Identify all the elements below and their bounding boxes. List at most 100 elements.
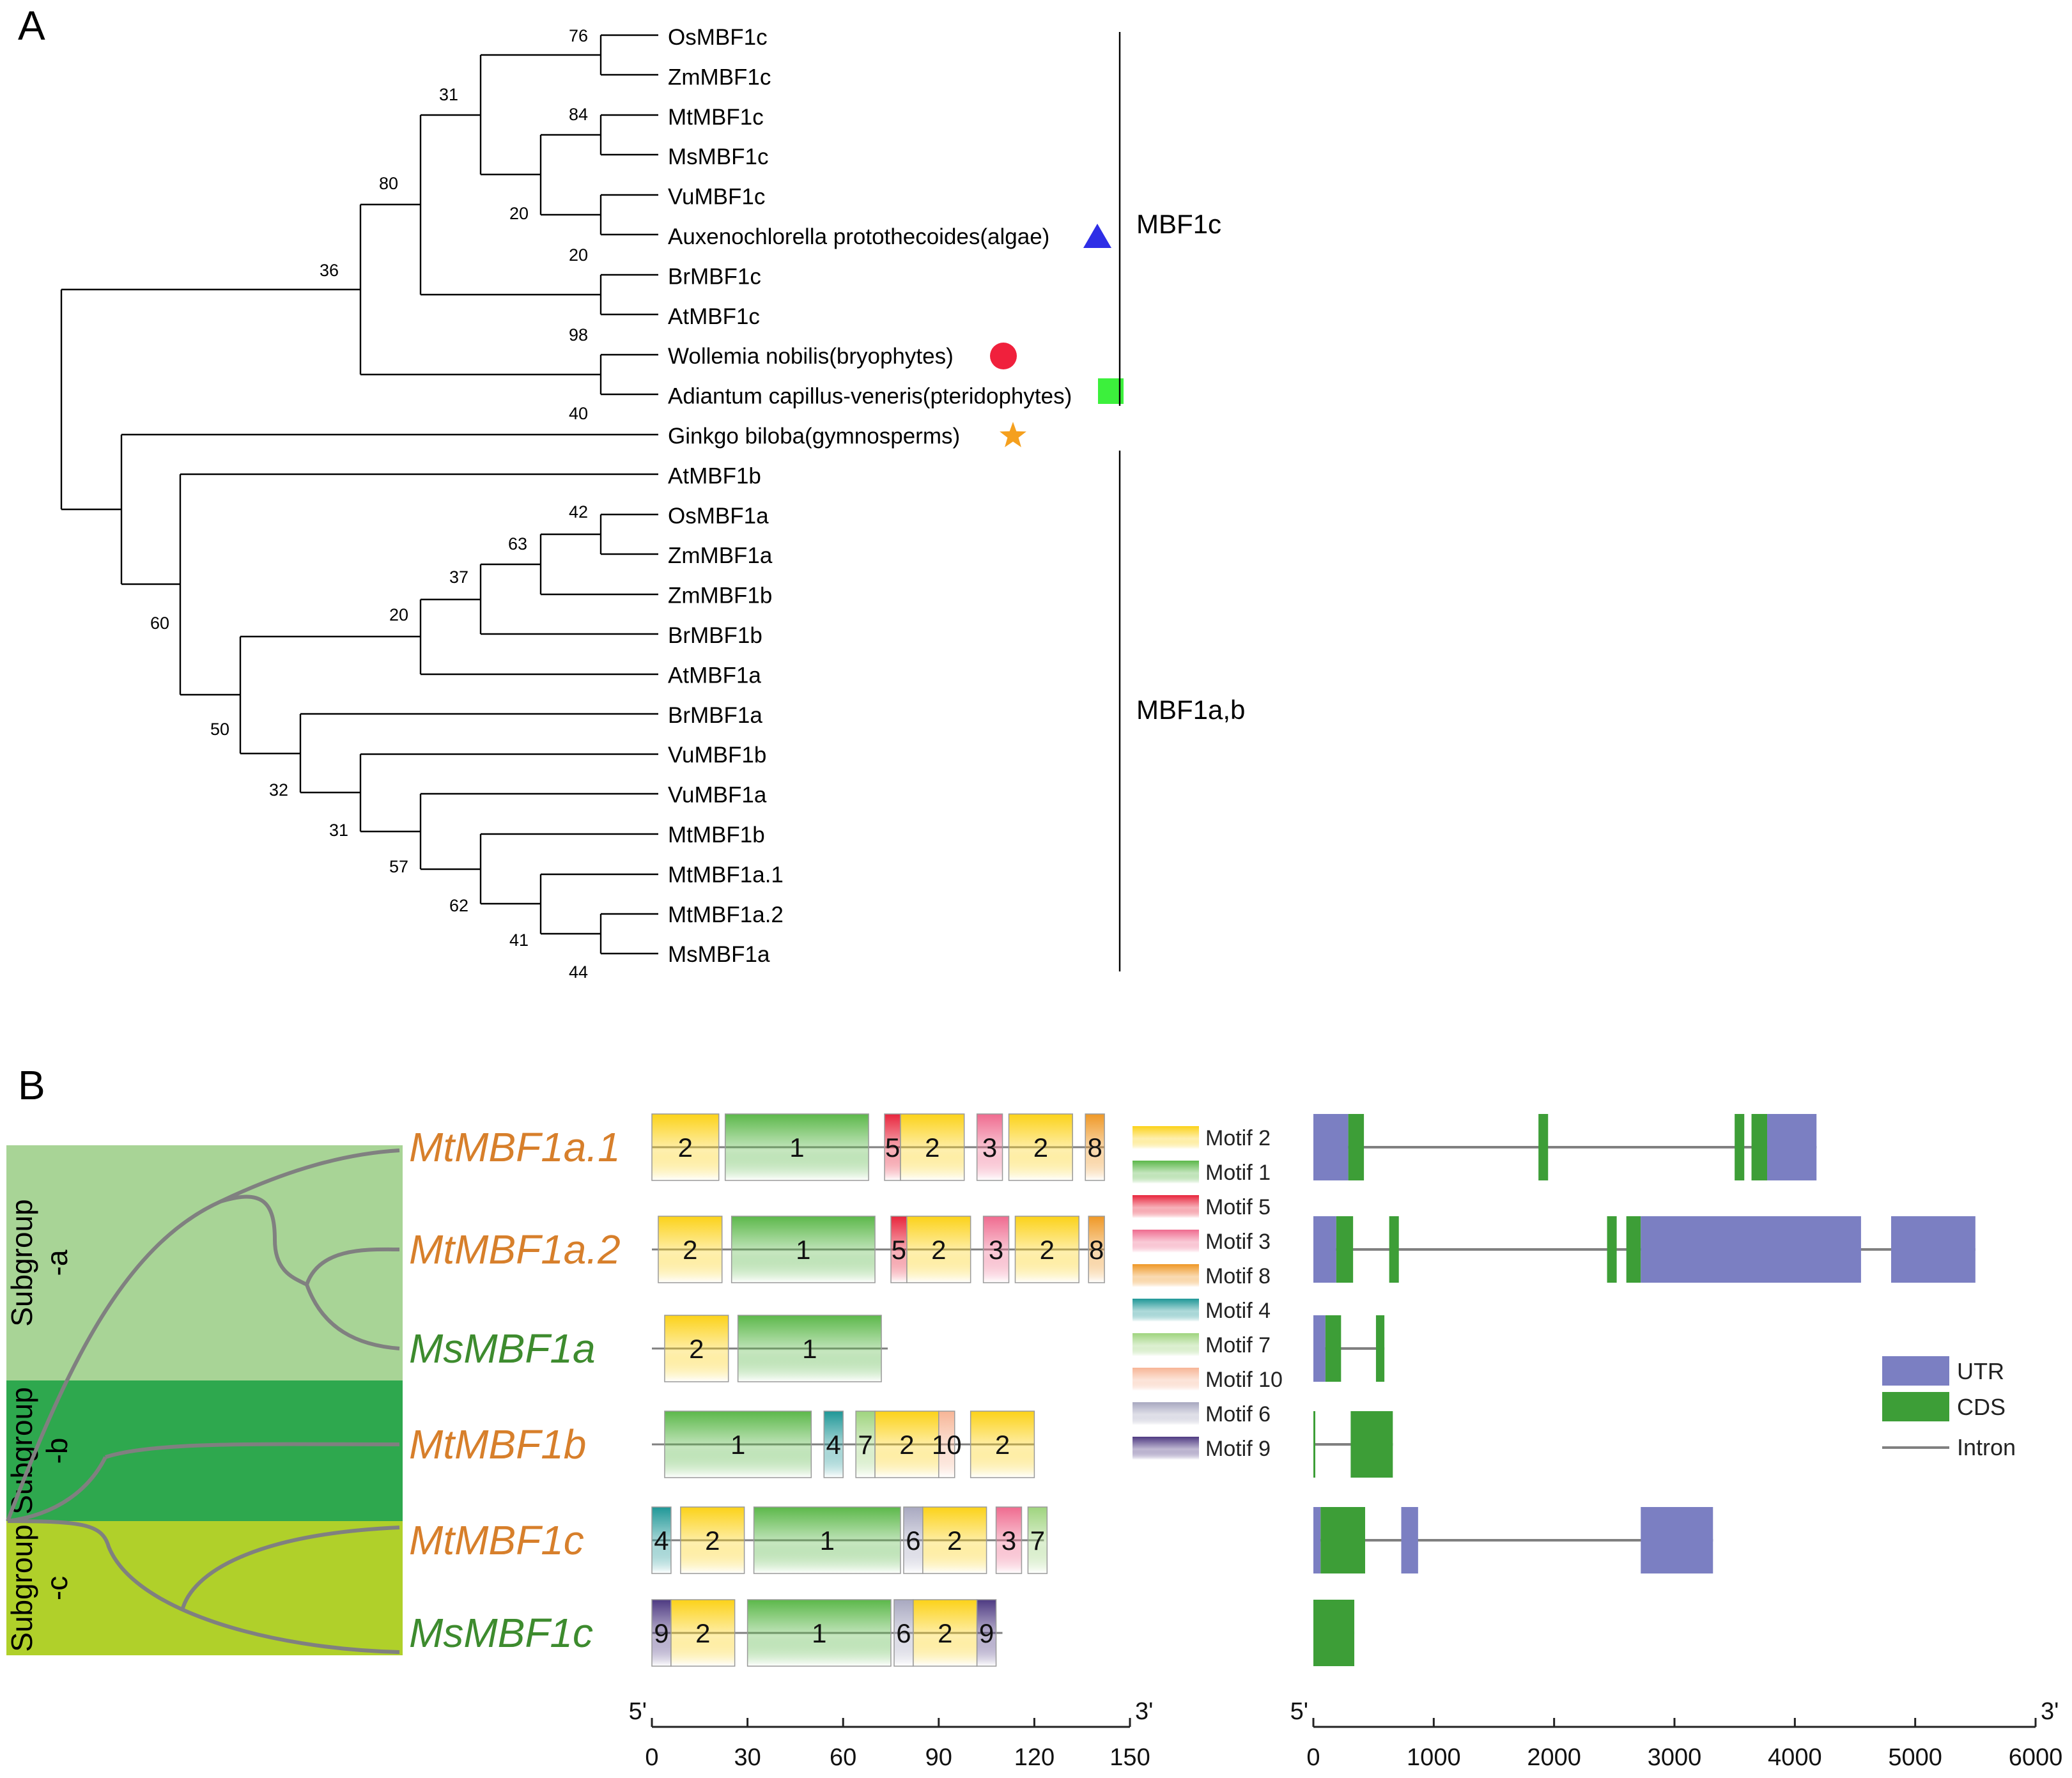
bootstrap-value: 80 xyxy=(379,174,398,193)
intron-legend-label: Intron xyxy=(1957,1434,2016,1460)
cds-block xyxy=(1389,1216,1399,1283)
motif-number: 7 xyxy=(858,1430,872,1460)
utr-block xyxy=(1313,1114,1349,1180)
group-label-mbf1ab: MBF1a,b xyxy=(1136,695,1245,725)
axis-tick-label: 30 xyxy=(734,1744,761,1771)
motif-legend-swatch xyxy=(1133,1161,1199,1184)
motif-block xyxy=(731,1216,876,1283)
leaf-label: ZmMBF1c xyxy=(668,65,771,89)
bootstrap-value: 32 xyxy=(269,780,288,800)
motif-block xyxy=(746,1599,892,1667)
utr-block xyxy=(1313,1315,1326,1382)
motif-number: 8 xyxy=(1089,1235,1104,1265)
bootstrap-value: 31 xyxy=(329,821,348,840)
motif-number: 8 xyxy=(1087,1133,1102,1163)
utr-block xyxy=(1401,1507,1418,1573)
leaf-label: ZmMBF1a xyxy=(668,543,773,568)
axis-tick-label: 4000 xyxy=(1768,1744,1822,1771)
motif-legend-label: Motif 6 xyxy=(1205,1402,1271,1426)
subgroup-label-suffix: -a xyxy=(40,1249,73,1276)
cds-legend-label: CDS xyxy=(1957,1394,2006,1420)
motif-number: 3 xyxy=(982,1133,997,1163)
motif-number: 2 xyxy=(947,1526,962,1556)
leaf-label: Auxenochlorella protothecoides(algae) xyxy=(668,224,1049,249)
motif-number: 2 xyxy=(931,1235,946,1265)
motif-legend-label: Motif 7 xyxy=(1205,1333,1271,1357)
gene-name: MtMBF1a.1 xyxy=(409,1124,621,1170)
bootstrap-value: 20 xyxy=(389,605,408,624)
bootstrap-value: 57 xyxy=(389,857,408,876)
leaf-label: AtMBF1a xyxy=(668,663,761,688)
circle-marker xyxy=(990,343,1017,369)
motif-number: 3 xyxy=(989,1235,1003,1265)
axis-tick-label: 0 xyxy=(1306,1744,1320,1771)
axis-tick-label: 1000 xyxy=(1407,1744,1461,1771)
leaf-label: MtMBF1c xyxy=(668,105,764,130)
motif-legend-swatch xyxy=(1133,1230,1199,1253)
axis-tick-label: 2000 xyxy=(1527,1744,1581,1771)
motif-block xyxy=(922,1506,987,1574)
motif-number: 4 xyxy=(654,1526,669,1556)
bootstrap-value: 20 xyxy=(509,204,529,223)
gene-name: MtMBF1c xyxy=(409,1517,584,1563)
bootstrap-value: 41 xyxy=(509,931,529,950)
leaf-label: OsMBF1a xyxy=(668,504,769,529)
cds-block xyxy=(1375,1315,1385,1382)
motif-number: 2 xyxy=(705,1526,720,1556)
motif-block xyxy=(913,1599,978,1667)
motif-block xyxy=(651,1599,672,1667)
motif-block xyxy=(664,1315,729,1382)
utr-legend-label: UTR xyxy=(1957,1358,2004,1384)
motif-number: 2 xyxy=(689,1334,704,1364)
motif-number: 4 xyxy=(826,1430,841,1460)
motif-number: 10 xyxy=(932,1430,962,1460)
motif-number: 9 xyxy=(979,1618,994,1648)
panel-b-tree xyxy=(6,1148,400,1654)
bootstrap-value: 42 xyxy=(569,502,588,522)
motif-block xyxy=(893,1599,914,1667)
bootstrap-value: 31 xyxy=(439,85,458,104)
motif-legend-swatch xyxy=(1133,1195,1199,1218)
utr-block xyxy=(1641,1216,1861,1283)
motif-legend-swatch xyxy=(1133,1333,1199,1356)
motif-block xyxy=(906,1216,971,1283)
motif-legend-swatch xyxy=(1133,1437,1199,1460)
group-label-mbf1c: MBF1c xyxy=(1136,209,1221,239)
subgroup-label-suffix: -c xyxy=(40,1576,73,1600)
motif-legend-label: Motif 3 xyxy=(1205,1230,1271,1254)
leaf-label: AtMBF1b xyxy=(668,463,761,488)
axis-tick-label: 6000 xyxy=(2009,1744,2063,1771)
bootstrap-value: 50 xyxy=(210,720,229,739)
leaf-label: VuMBF1a xyxy=(668,783,767,808)
subgroup-band xyxy=(6,1145,403,1380)
motif-block xyxy=(938,1411,955,1478)
motif-block xyxy=(658,1216,723,1283)
motif-legend-swatch xyxy=(1133,1264,1199,1287)
motif-block xyxy=(651,1506,672,1574)
motif-block xyxy=(995,1506,1023,1574)
bootstrap-value: 37 xyxy=(449,568,468,587)
utr-block xyxy=(1767,1114,1817,1180)
subgroup-label: Subgroup xyxy=(5,1199,38,1327)
axis-end-label: 5' xyxy=(629,1698,647,1725)
leaf-label: MsMBF1c xyxy=(668,144,769,169)
axis-tick-label: 150 xyxy=(1109,1744,1150,1771)
motif-number: 1 xyxy=(812,1618,826,1648)
axis-tick-label: 5000 xyxy=(1888,1744,1942,1771)
leaf-label: OsMBF1c xyxy=(668,25,768,50)
leaf-label: BrMBF1a xyxy=(668,703,762,728)
cds-block xyxy=(1336,1216,1354,1283)
leaf-label: AtMBF1c xyxy=(668,304,760,329)
leaf-label: VuMBF1b xyxy=(668,743,766,768)
gene-structure-tracks xyxy=(1313,1114,1975,1666)
cds-block xyxy=(1350,1411,1393,1478)
cds-block xyxy=(1348,1114,1365,1180)
motif-number: 2 xyxy=(1040,1235,1055,1265)
bootstrap-value: 63 xyxy=(508,534,527,553)
cds-block xyxy=(1313,1411,1315,1478)
motif-block xyxy=(1027,1506,1048,1574)
gene-name: MtMBF1b xyxy=(409,1421,586,1467)
motif-legend-label: Motif 9 xyxy=(1205,1437,1271,1461)
motif-legend-swatch xyxy=(1133,1368,1199,1391)
subgroup-label-suffix: -b xyxy=(40,1438,73,1464)
